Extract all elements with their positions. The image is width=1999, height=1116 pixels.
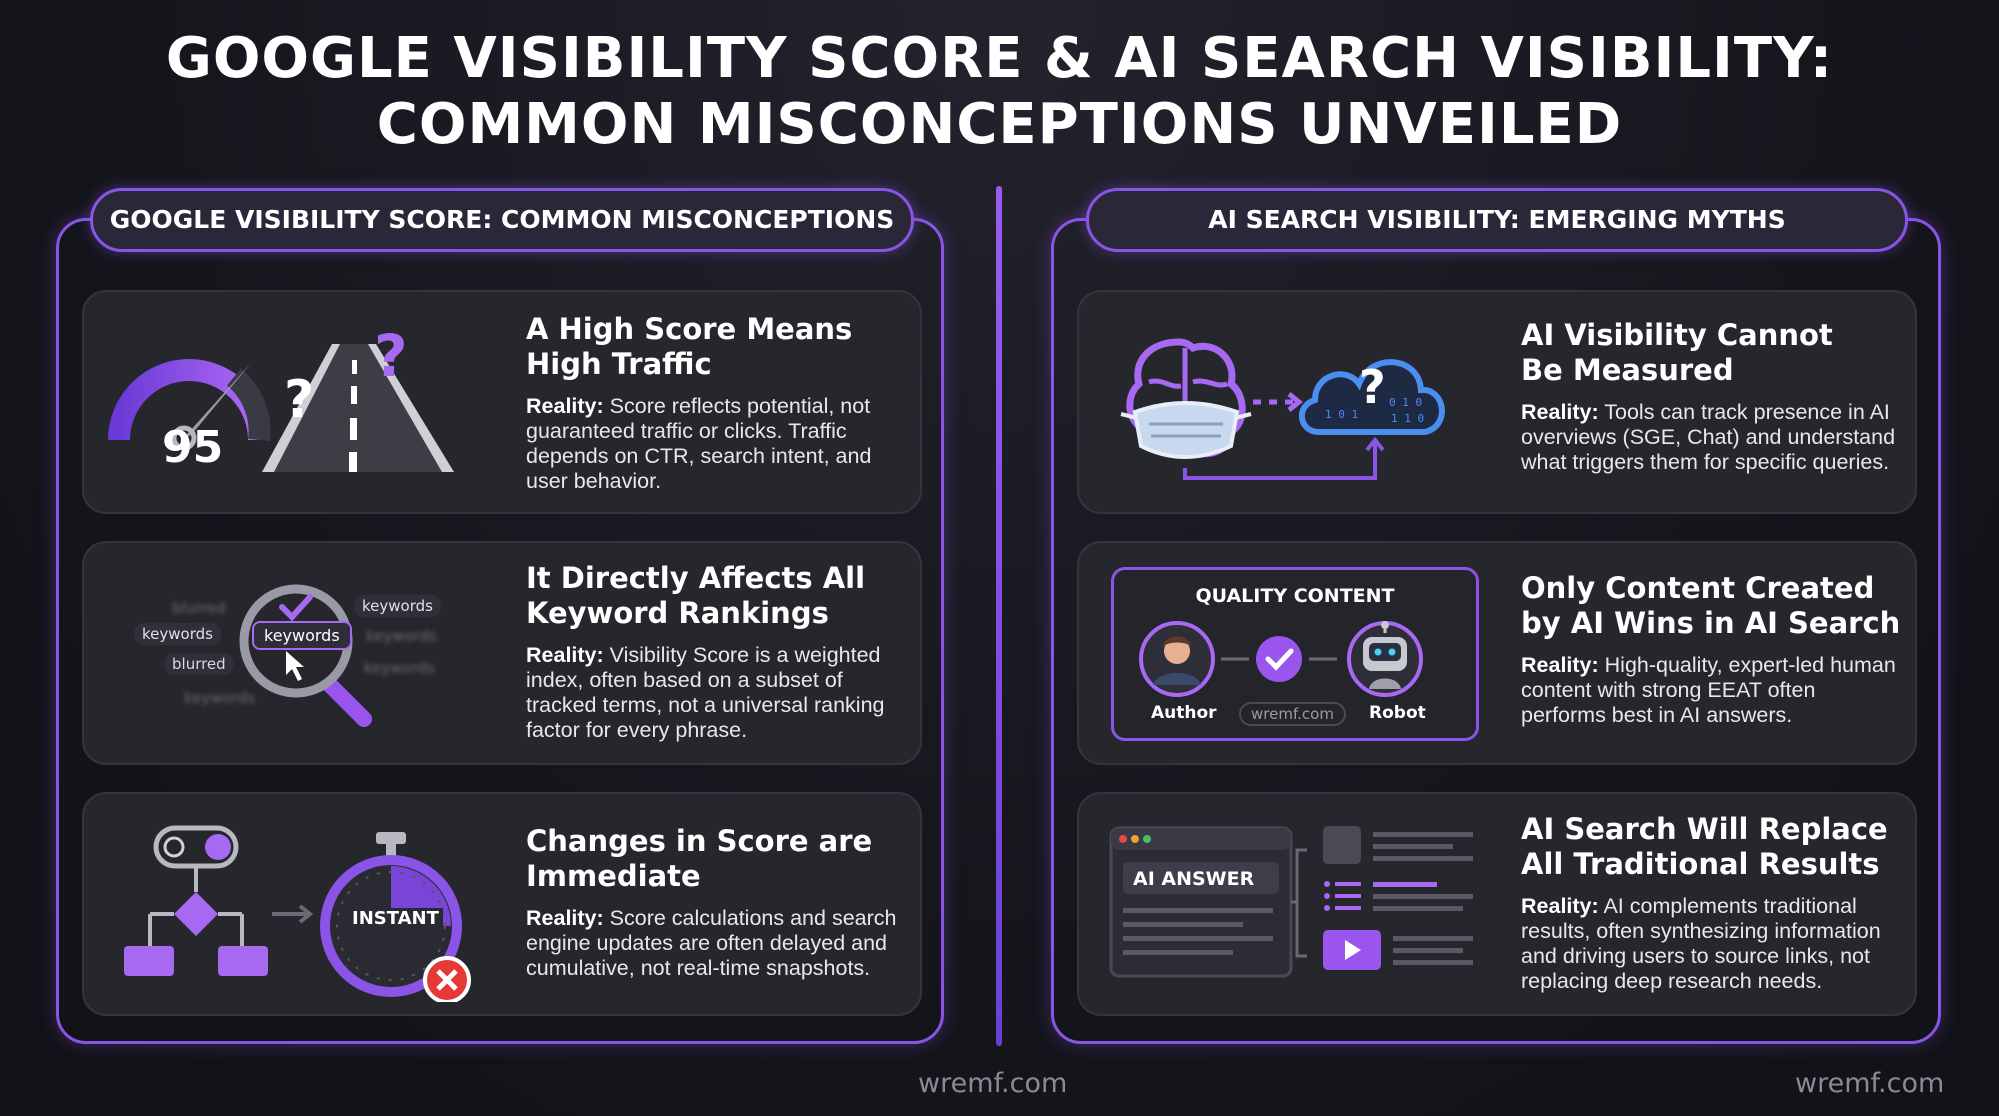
card-heading: AI Visibility Cannot Be Measured	[1521, 318, 1833, 387]
gauge-road-illustration	[108, 344, 454, 472]
instant-label: INSTANT	[348, 908, 443, 929]
arrow-right-icon	[272, 904, 314, 924]
card-score-changes: INSTANT Changes in Score are Immediate R…	[82, 792, 922, 1016]
keyword-tag: keywords	[134, 623, 221, 645]
keyword-tag: keywords	[354, 595, 441, 617]
card-reality-text: Reality: Visibility Score is a weighted …	[526, 643, 885, 742]
svg-text:1 1 0: 1 1 0	[1391, 412, 1424, 425]
speedometer-icon	[108, 359, 271, 451]
quality-content-title: QUALITY CONTENT	[1195, 585, 1395, 607]
title-line-2: COMMON MISCONCEPTIONS UNVEILED	[376, 92, 1623, 157]
question-mark-purple-icon: ?	[374, 322, 408, 390]
card-reality-text: Reality: Tools can track presence in AI …	[1521, 400, 1896, 474]
blurred-tag: keywords	[364, 659, 435, 677]
card-reality-text: Reality: Score reflects potential, not g…	[526, 394, 872, 493]
cloud-data-icon: 1 0 1 0 1 0 1 1 0	[1298, 359, 1445, 435]
author-robot-illustration	[1139, 621, 1423, 697]
robot-label: Robot	[1369, 703, 1426, 723]
blurred-tag: blurred	[172, 599, 226, 617]
center-divider	[996, 186, 1002, 1046]
svg-text:0 1 0: 0 1 0	[1389, 396, 1422, 409]
card-ai-visibility-measured: 1 0 1 0 1 0 1 1 0 ? AI Visibility Cannot…	[1077, 290, 1917, 514]
card-heading: AI Search Will Replace All Traditional R…	[1521, 812, 1888, 881]
question-mark-icon: ?	[1359, 360, 1386, 414]
brain-cloud-illustration: 1 0 1 0 1 0 1 1 0	[1120, 338, 1445, 480]
card-heading: Only Content Created by AI Wins in AI Se…	[1521, 571, 1901, 640]
blurred-tag: keywords	[366, 627, 437, 645]
gauge-value: 95	[162, 422, 224, 473]
robot-avatar-icon	[1347, 621, 1423, 697]
card-high-score-traffic: 95 ? ? A High Score Means High Traffic R…	[82, 290, 922, 514]
card-heading: It Directly Affects All Keyword Rankings	[526, 561, 866, 630]
ai-answer-window	[1109, 826, 1293, 978]
card-reality-text: Reality: AI complements traditional resu…	[1521, 894, 1881, 993]
site-label: wremf.com	[1239, 702, 1346, 726]
card-reality-text: Reality: High-quality, expert-led human …	[1521, 653, 1896, 727]
card-heading: Changes in Score are Immediate	[526, 824, 873, 893]
svg-text:1 0 1: 1 0 1	[1325, 408, 1358, 421]
flowchart-icon	[124, 866, 268, 976]
card-reality-text: Reality: Score calculations and search e…	[526, 906, 897, 980]
footer-watermark-center: wremf.com	[918, 1068, 1068, 1099]
results-list	[1323, 826, 1473, 970]
card-keyword-rankings: blurred keywords blurred keywords keywor…	[82, 541, 922, 765]
left-panel-header: GOOGLE VISIBILITY SCORE: COMMON MISCONCE…	[90, 188, 914, 252]
card-ai-content-wins: QUALITY CONTENT Author wremf.com Robot O…	[1077, 541, 1917, 765]
card-ai-replace-results: AI ANSWER AI Search Will Replace All Tra…	[1077, 792, 1917, 1016]
page-title: GOOGLE VISIBILITY SCORE & AI SEARCH VISI…	[0, 26, 1999, 158]
right-panel-header: AI SEARCH VISIBILITY: EMERGING MYTHS	[1086, 188, 1908, 252]
ai-answer-label: AI ANSWER	[1133, 868, 1255, 890]
keyword-tag-selected: keywords	[252, 621, 352, 650]
road-icon	[262, 344, 454, 472]
author-avatar-icon	[1139, 621, 1215, 697]
question-mark-icon: ?	[284, 370, 315, 430]
face-mask-icon	[1120, 401, 1252, 459]
toggle-icon	[153, 825, 239, 869]
footer-watermark-right: wremf.com	[1795, 1068, 1945, 1099]
ai-answer-illustration	[1109, 826, 1473, 978]
title-line-1: GOOGLE VISIBILITY SCORE & AI SEARCH VISI…	[165, 26, 1834, 91]
blurred-tag: blurred	[164, 653, 234, 675]
blurred-tag: keywords	[184, 689, 255, 707]
author-label: Author	[1151, 703, 1217, 723]
magnifier-icon	[239, 584, 372, 727]
card-heading: A High Score Means High Traffic	[526, 312, 853, 381]
